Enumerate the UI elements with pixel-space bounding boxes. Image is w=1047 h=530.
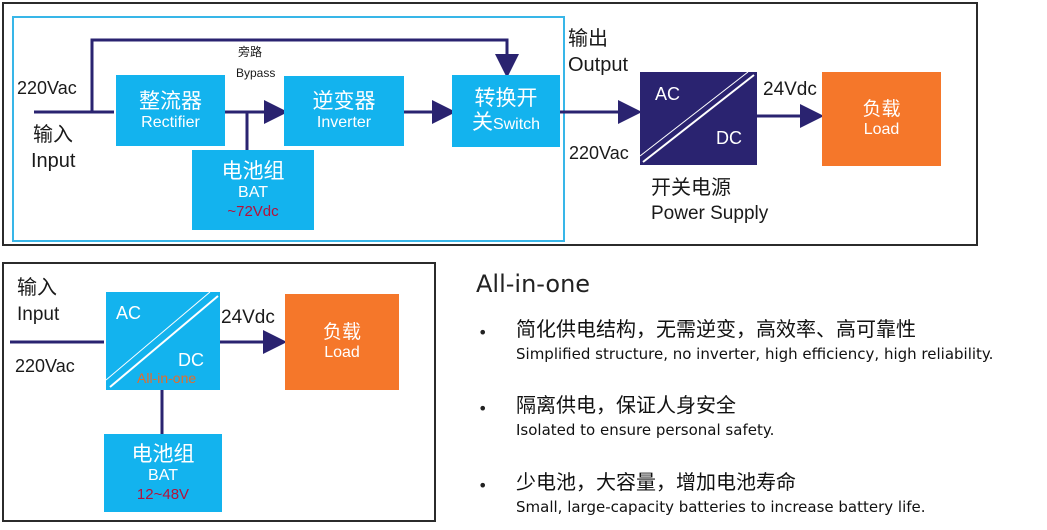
battery-voltage: ~72Vdc — [227, 203, 279, 220]
switch-box: 转换开 关Switch — [452, 75, 560, 147]
ac-dc-diagonal — [640, 72, 755, 163]
input-label-cn: 输入 — [33, 122, 73, 146]
rectifier-label-en: Rectifier — [141, 113, 200, 131]
feature-item-en: Simplified structure, no inverter, high … — [516, 345, 994, 363]
feature-item-en: Isolated to ensure personal safety. — [516, 421, 775, 439]
bottom-load-box: 负载 Load — [285, 294, 399, 390]
rectifier-label-cn: 整流器 — [139, 88, 202, 113]
power-supply-box: AC DC — [640, 72, 757, 165]
output-label-cn: 输出 — [568, 26, 608, 50]
all-in-one-converter-box: AC DC All-in-one — [106, 292, 220, 390]
bottom-battery-label-en: BAT — [148, 467, 178, 484]
feature-item: • 少电池，大容量，增加电池寿命 Small, large-capacity b… — [478, 470, 926, 516]
load-label-cn: 负载 — [862, 98, 901, 120]
bottom-input-label-cn: 输入 — [17, 275, 57, 299]
features-title: All-in-one — [476, 270, 591, 298]
input-voltage-label: 220Vac — [17, 78, 77, 98]
battery-label-cn: 电池组 — [221, 159, 285, 183]
bottom-load-label-cn: 负载 — [322, 321, 361, 343]
converter-diagonal — [106, 292, 219, 388]
dc-voltage-label: 24Vdc — [763, 79, 817, 100]
bottom-battery-label-cn: 电池组 — [131, 442, 195, 466]
bypass-line — [90, 38, 519, 112]
converter-tag: All-in-one — [137, 370, 197, 386]
feature-item-cn: 简化供电结构，无需逆变，高效率、高可靠性 — [516, 317, 916, 341]
switch-label-line2: 关 — [471, 109, 493, 134]
top-diagram-frame — [2, 2, 978, 246]
converter-ac-label: AC — [116, 303, 142, 323]
output-label-en: Output — [568, 54, 629, 76]
battery-box: 电池组 BAT ~72Vdc — [192, 150, 314, 230]
switch-label-line1: 转换开 — [474, 85, 538, 110]
switch-label-en: Switch — [492, 115, 541, 133]
power-supply-label-en: Power Supply — [651, 203, 769, 224]
inverter-label-en: Inverter — [316, 114, 372, 131]
inverter-label-cn: 逆变器 — [312, 89, 376, 113]
load-box: 负载 Load — [822, 72, 941, 166]
psu-dc-label: DC — [716, 128, 742, 148]
power-supply-label-cn: 开关电源 — [651, 175, 731, 199]
battery-label-en: BAT — [238, 184, 268, 201]
bottom-battery-voltage: 12~48V — [136, 486, 190, 503]
bottom-diagram-frame — [2, 262, 436, 522]
feature-item-en: Small, large-capacity batteries to incre… — [516, 498, 926, 516]
bottom-input-voltage: 220Vac — [15, 356, 75, 376]
feature-item-cn: 隔离供电，保证人身安全 — [516, 393, 736, 417]
bottom-input-label-en: Input — [17, 304, 60, 325]
output-voltage-label: 220Vac — [569, 143, 629, 163]
inverter-box: 逆变器 Inverter — [284, 76, 404, 146]
ups-group-frame — [12, 16, 565, 242]
load-label-en: Load — [863, 121, 900, 138]
bottom-dc-voltage: 24Vdc — [221, 307, 275, 328]
feature-item: • 隔离供电，保证人身安全 Isolated to ensure persona… — [478, 393, 775, 439]
input-label-en: Input — [31, 150, 76, 172]
feature-item-cn: 少电池，大容量，增加电池寿命 — [516, 470, 796, 494]
bypass-label-cn: 旁路 — [238, 45, 263, 59]
psu-ac-label: AC — [655, 84, 681, 104]
bottom-load-label-en: Load — [324, 344, 360, 361]
rectifier-box: 整流器 Rectifier — [116, 75, 225, 146]
feature-item: • 简化供电结构，无需逆变，高效率、高可靠性 Simplified struct… — [478, 317, 994, 363]
converter-dc-label: DC — [178, 350, 204, 370]
bottom-battery-box: 电池组 BAT 12~48V — [104, 434, 222, 512]
bypass-label-en: Bypass — [236, 66, 276, 80]
